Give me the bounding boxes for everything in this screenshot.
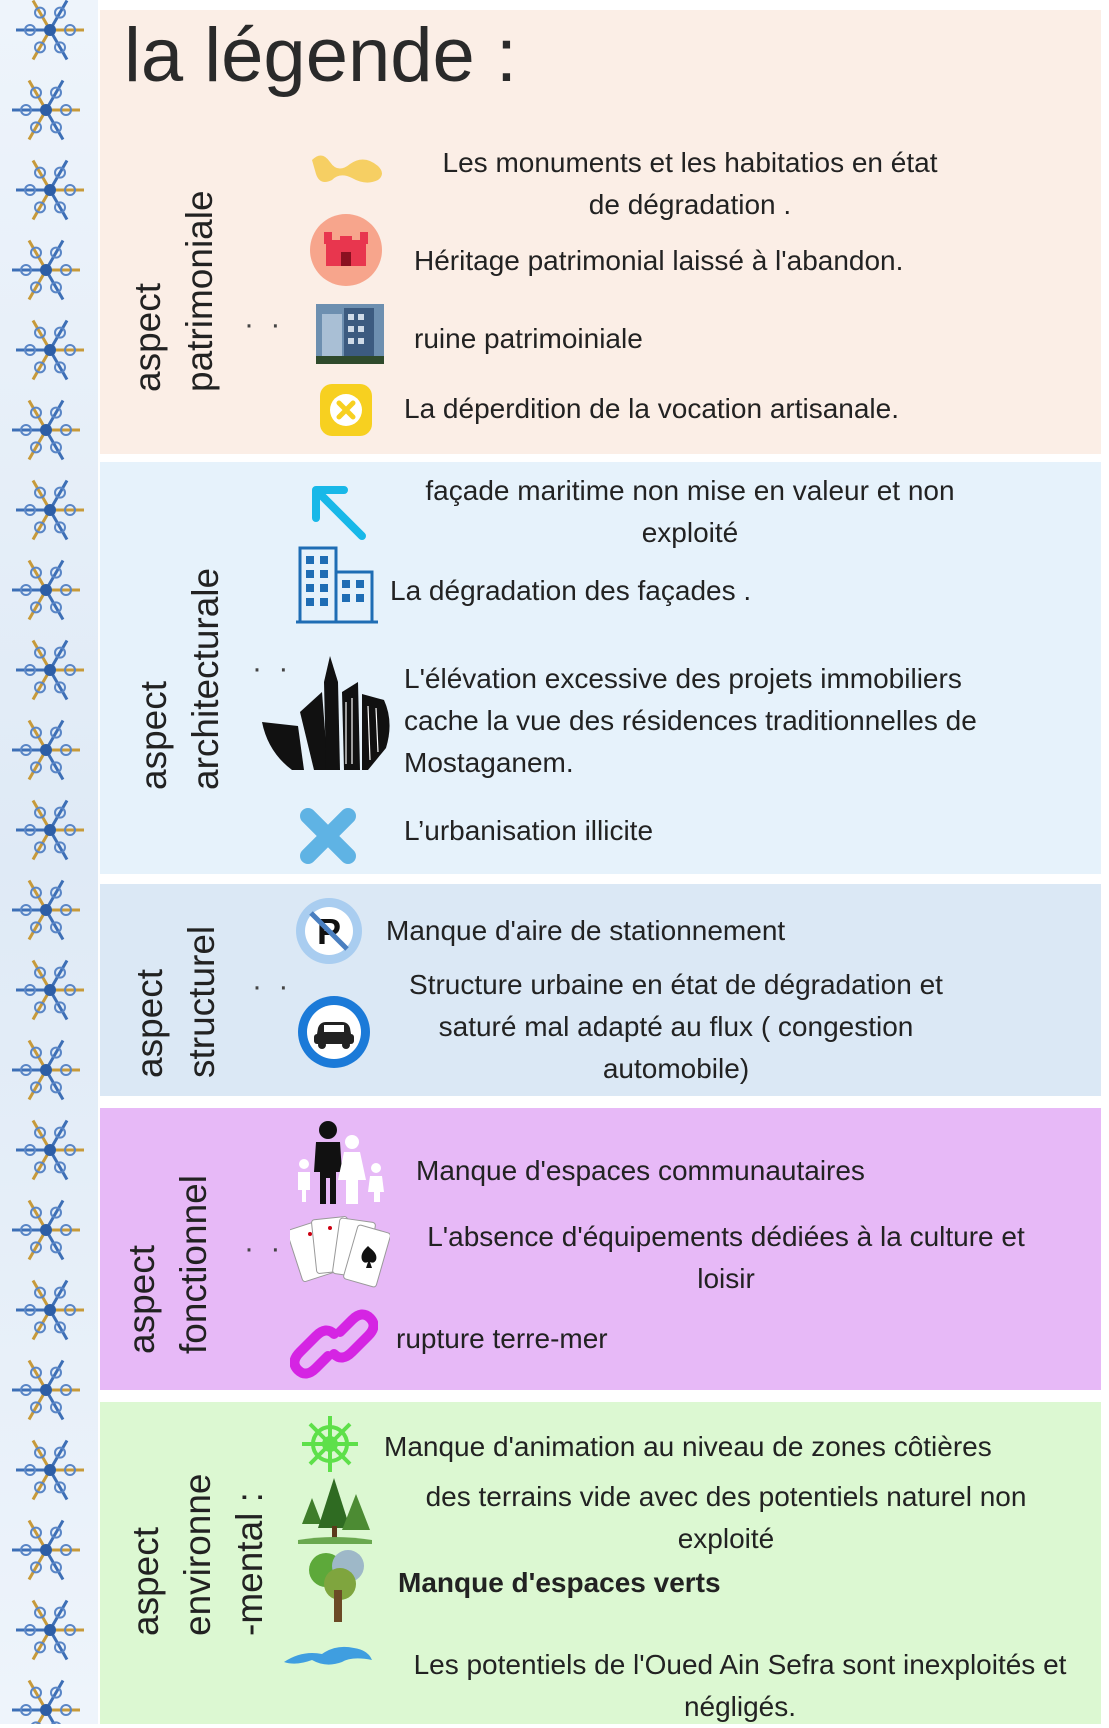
item-text: La dégradation des façades . [390,575,752,606]
legend-title: la légende : [124,13,517,98]
ship-wheel-icon [302,1416,358,1472]
item-text: Manque d'espaces communautaires [416,1155,865,1186]
snowflake-border [0,0,98,1724]
section-patrimoniale [100,10,1101,454]
label-mental-text: -mental : [229,1492,270,1636]
snowflake-icon [16,1599,84,1661]
yellow-x-icon [320,384,372,436]
item-text: Manque d'espaces verts [398,1567,721,1598]
label-environne-text: environne [177,1473,218,1636]
link-icon [290,1309,378,1379]
section-structurel [100,884,1101,1096]
item-text: La déperdition de la vocation artisanale… [404,393,900,424]
snowflake-icon [16,639,84,701]
snowflake-icon [16,1119,84,1181]
car-icon [298,996,370,1068]
label-aspect: aspect [121,1244,162,1354]
family-icon [298,1121,384,1204]
snowflake-icon [16,1439,84,1501]
snowflake-icon [12,559,80,621]
castle-icon [310,214,382,286]
snowflake-icon [12,1679,80,1724]
blue-x-icon [300,808,356,864]
label-patrimoniale-text: patrimoniale [179,190,220,392]
colon-mark: · · [252,652,293,685]
snowflake-icon [16,0,84,61]
section-fonctionnel [100,1108,1101,1390]
building-photo-icon [316,304,384,364]
snowflake-icon [16,799,84,861]
snowflake-icon [12,1199,80,1261]
snowflake-icon [12,719,80,781]
item-text: façade maritime non mise en valeur et no… [425,475,955,548]
trees-icon [298,1478,372,1544]
item-text: rupture terre-mer [396,1323,608,1354]
snowflake-icon [12,79,80,141]
item-text: Manque d'animation au niveau de zones cô… [384,1431,992,1462]
snowflake-icon [12,1359,80,1421]
skyscraper-city-icon [262,656,390,770]
office-building-icon [296,546,378,624]
tree-icon [309,1550,364,1622]
arrow-icon [312,486,366,540]
yellow-shape-icon [312,155,382,183]
label-architecturale-text: architecturale [185,567,226,790]
item-text: L'élévation excessive des projets immobi… [404,663,977,778]
label-aspect: aspect [127,282,168,392]
item-text: L’urbanisation illicite [404,815,654,846]
label-aspect: aspect [129,968,170,1078]
no-parking-icon: P [296,898,362,964]
snowflake-icon [16,159,84,221]
snowflake-icon [12,239,80,301]
label-aspect: aspect [125,1526,166,1636]
label-aspect: aspect [133,680,174,790]
snowflake-icon [16,479,84,541]
label-structurel-text: structurel [181,925,222,1078]
snowflake-icon [16,1279,84,1341]
water-splash-icon [284,1646,372,1665]
item-text: Structure urbaine en état de dégradation… [409,969,943,1084]
snowflake-icon [12,1519,80,1581]
colon-mark: · · [244,308,285,341]
colon-mark: · · [252,970,293,1003]
item-text: L'absence d'équipements dédiées à la cul… [427,1221,1025,1294]
section-architecturale [100,462,1101,874]
item-text: Les potentiels de l'Oued Ain Sefra sont … [413,1649,1067,1722]
item-text: Manque d'aire de stationnement [386,915,786,946]
item-text: des terrains vide avec des potentiels na… [425,1481,1027,1554]
label-fonctionnel-text: fonctionnel [173,1175,214,1354]
snowflake-pattern [12,0,84,1724]
snowflake-icon [16,959,84,1021]
snowflake-icon [12,399,80,461]
playing-cards-icon [290,1216,390,1288]
snowflake-icon [16,319,84,381]
item-text: Héritage patrimonial laissé à l'abandon. [414,245,904,276]
section-environnemental [100,1402,1101,1724]
snowflake-icon [12,879,80,941]
item-text: ruine patrimoiniale [414,323,643,354]
colon-mark: · · [244,1232,285,1265]
snowflake-icon [12,1039,80,1101]
